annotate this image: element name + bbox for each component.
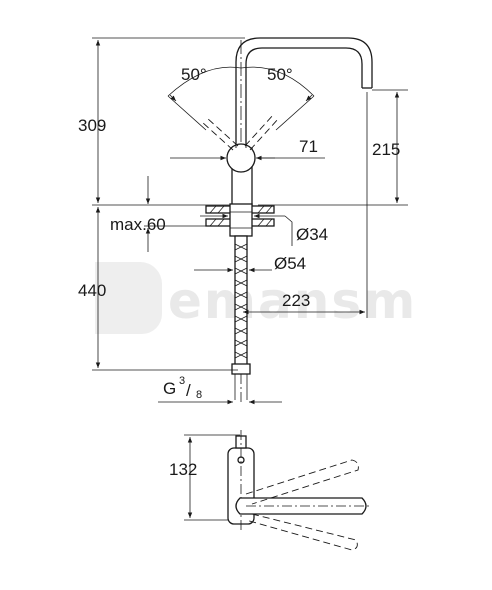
- dim-total-height: 309: [78, 37, 245, 206]
- dim-reach: 223: [243, 92, 368, 318]
- angle-annotations: 50° 50°: [167, 65, 315, 131]
- hose-braid: [234, 243, 248, 359]
- dim-hose-length: 440: [78, 207, 238, 371]
- dim-thread-slash: /: [186, 381, 191, 400]
- dim-max-deck: max.60: [110, 176, 206, 252]
- dim-hole-diameter: Ø34: [200, 213, 328, 246]
- faucet-front-view: [201, 37, 373, 402]
- dim-hose-length-label: 440: [78, 281, 106, 300]
- dim-flange-diameter: Ø54: [194, 254, 306, 273]
- dim-spout-height: 215: [258, 89, 408, 206]
- dim-total-height-label: 309: [78, 116, 106, 135]
- dim-max-deck-label: max.60: [110, 215, 166, 234]
- angle-right-label: 50°: [267, 65, 293, 84]
- dim-hole-diameter-label: Ø34: [296, 225, 328, 244]
- dim-flange-diameter-label: Ø54: [274, 254, 306, 273]
- dim-reach-label: 223: [282, 291, 310, 310]
- dim-lever-offset: 71: [170, 137, 325, 161]
- dim-spout-height-label: 215: [372, 140, 400, 159]
- dim-thread-numerator: 3: [179, 375, 185, 387]
- dim-thread: G 3 / 8: [158, 375, 282, 405]
- angle-left-label: 50°: [181, 65, 207, 84]
- dim-depth-label: 132: [169, 460, 197, 479]
- dim-lever-offset-label: 71: [299, 137, 318, 156]
- dim-thread-letter: G: [163, 379, 176, 398]
- watermark: emansm: [95, 262, 417, 334]
- dim-thread-denominator: 8: [196, 389, 202, 401]
- watermark-logo-icon: [95, 262, 162, 334]
- watermark-text: emansm: [168, 272, 417, 330]
- faucet-top-view: 132: [169, 430, 370, 551]
